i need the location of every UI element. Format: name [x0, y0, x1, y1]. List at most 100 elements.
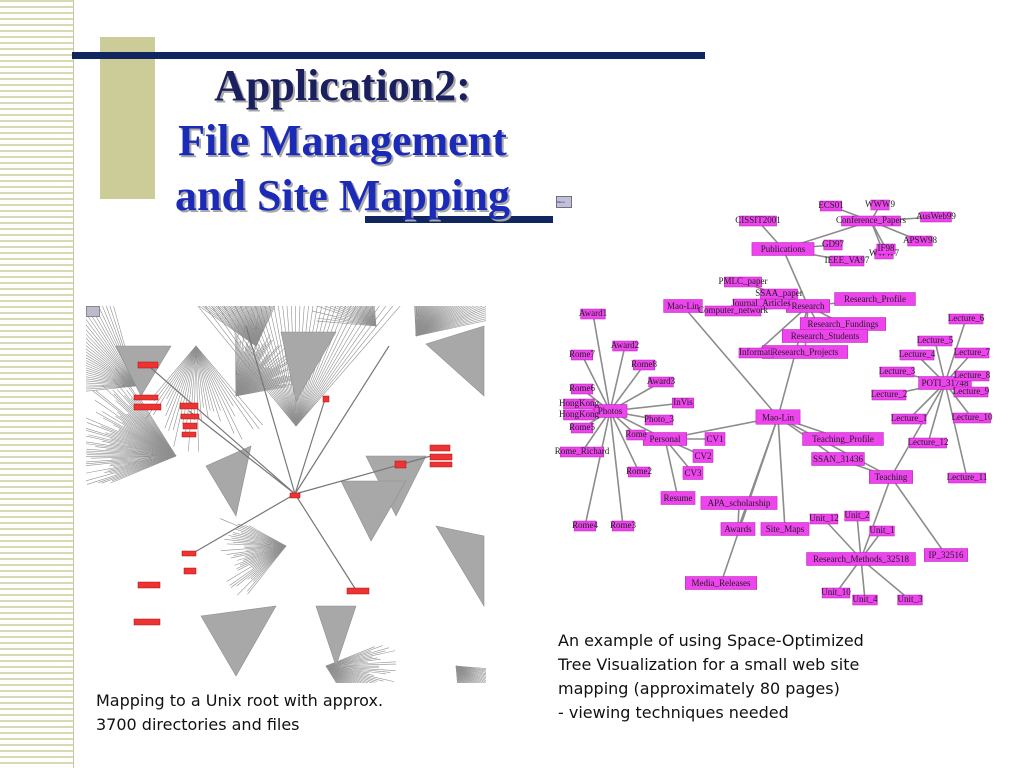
site-node-rome1[interactable]: Rome	[625, 429, 647, 440]
site-map-diagram[interactable]: Mao-LinResearchMao-LinPublicationsConfer…	[553, 196, 998, 606]
site-node-ip[interactable]: IP_32516	[924, 549, 967, 562]
site-node-research-students[interactable]: Research_Students	[782, 330, 868, 343]
site-node-label: Research_Students	[791, 331, 860, 341]
site-node-cv2[interactable]: CV2	[693, 450, 713, 463]
site-node-award1[interactable]: Award1	[579, 308, 607, 319]
tree-node-marker	[430, 454, 452, 460]
left-caption: Mapping to a Unix root with approx. 3700…	[96, 689, 456, 737]
site-node-media[interactable]: Media_Releases	[685, 577, 757, 590]
site-node-research-projects[interactable]: Research_Projects	[762, 346, 848, 359]
site-node-label: Rome_Richard	[555, 446, 610, 456]
site-node-ecs01[interactable]: ECS01	[818, 200, 844, 211]
site-node-if98[interactable]: IF98	[877, 243, 895, 254]
site-node-hongkong2[interactable]: HongKong	[559, 409, 599, 420]
site-node-rome7[interactable]: Rome7	[569, 349, 595, 360]
right-caption: An example of using Space-Optimized Tree…	[558, 629, 958, 725]
site-node-resume[interactable]: Resume	[661, 492, 695, 505]
unix-tree-svg	[86, 306, 486, 683]
site-node-research[interactable]: Research	[786, 300, 829, 313]
site-node-gd97[interactable]: GD97	[822, 239, 844, 250]
site-node-research-methods[interactable]: Research_Methods_32518	[807, 553, 916, 566]
site-node-ausweb[interactable]: AusWeb99	[916, 211, 956, 222]
site-node-label: Award2	[611, 340, 639, 350]
site-node-cv1[interactable]: CV1	[705, 433, 725, 446]
site-node-award2[interactable]: Award2	[611, 340, 639, 351]
site-node-www9[interactable]: WWW9	[865, 199, 895, 210]
site-node-rome6[interactable]: Rome6	[569, 383, 595, 394]
site-node-apsw[interactable]: APSW98	[903, 235, 938, 246]
site-node-cissit[interactable]: CISSIT2001	[735, 215, 781, 226]
site-node-label: InVis	[673, 397, 693, 407]
site-node-unit10[interactable]: Unit_10	[821, 587, 851, 598]
site-node-research-profile[interactable]: Research_Profile	[835, 293, 916, 306]
site-node-label: SSAA_paper	[755, 288, 803, 298]
title-line-3: and Site Mapping	[140, 168, 545, 223]
site-node-site-maps[interactable]: Site_Maps	[761, 523, 809, 536]
site-node-rome8[interactable]: Rome8	[631, 359, 657, 370]
panel-menu-tab[interactable]	[86, 306, 100, 317]
site-node-label: CV1	[706, 434, 723, 444]
site-node-rome2[interactable]: Rome2	[626, 466, 652, 477]
site-node-lecture3[interactable]: Lecture_3	[879, 366, 916, 377]
site-node-teaching-profile[interactable]: Teaching_Profile	[803, 433, 884, 446]
site-node-publications[interactable]: Publications	[752, 243, 814, 256]
site-node-informat[interactable]: Informati	[739, 347, 774, 358]
site-node-teaching[interactable]: Teaching	[869, 471, 912, 484]
site-node-photo3[interactable]: Photo_3	[644, 414, 675, 425]
site-node-label: Unit_2	[844, 510, 869, 520]
site-node-lecture7[interactable]: Lecture_7	[954, 347, 991, 358]
site-node-ieee[interactable]: IEEE_VA97	[825, 255, 870, 266]
site-node-label: Lecture_2	[871, 389, 907, 399]
site-node-apa[interactable]: APA_scholarship	[701, 497, 777, 510]
site-node-award3[interactable]: Award3	[647, 376, 676, 387]
site-node-label: Lecture_6	[948, 313, 985, 323]
site-node-mao-lin-top[interactable]: Mao-Lin	[664, 300, 703, 313]
site-node-label: IEEE_VA97	[825, 255, 870, 265]
tree-node-marker	[183, 423, 197, 429]
site-node-cv3[interactable]: CV3	[683, 467, 703, 480]
right-caption-line: Tree Visualization for a small web site	[558, 653, 958, 677]
site-node-pmlc[interactable]: PMLC_paper	[719, 276, 768, 287]
site-node-lecture12[interactable]: Lecture_12	[908, 437, 949, 448]
site-node-lecture6[interactable]: Lecture_6	[948, 313, 985, 324]
site-node-unit1[interactable]: Unit_1	[869, 525, 894, 536]
site-node-invis[interactable]: InVis	[672, 397, 694, 408]
site-map-edge	[610, 411, 623, 526]
site-node-lecture4[interactable]: Lecture_4	[899, 349, 936, 360]
site-node-lecture1[interactable]: Lecture_1	[891, 413, 927, 424]
site-node-research-fundings[interactable]: Research_Fundings	[800, 318, 886, 331]
site-node-lecture10[interactable]: Lecture_10	[952, 412, 993, 423]
site-node-hongkong1[interactable]: HongKong	[559, 398, 599, 409]
site-node-lecture9[interactable]: Lecture_9	[953, 386, 990, 397]
site-node-rome3[interactable]: Rome3	[610, 520, 636, 531]
site-node-label: Mao-Lin	[762, 413, 794, 423]
site-node-label: Lecture_7	[954, 347, 991, 357]
unix-tree-visualization[interactable]	[86, 306, 486, 683]
site-node-awards[interactable]: Awards	[721, 523, 755, 536]
site-node-lecture2[interactable]: Lecture_2	[871, 389, 907, 400]
site-node-label: Unit_12	[809, 513, 839, 523]
site-node-conference-papers[interactable]: Conference_Papers	[836, 215, 906, 226]
site-node-lecture5[interactable]: Lecture_5	[917, 335, 954, 346]
site-node-unit3[interactable]: Unit_3	[897, 594, 923, 605]
site-node-ssaa[interactable]: SSAA_paper	[755, 288, 803, 299]
site-node-label: CISSIT2001	[735, 215, 781, 225]
site-node-label: Publications	[761, 244, 806, 254]
tree-node-marker	[430, 445, 450, 451]
site-node-ssan[interactable]: SSAN_31436	[812, 453, 865, 466]
site-node-rome5[interactable]: Rome5	[569, 422, 595, 433]
site-node-unit4[interactable]: Unit_4	[852, 594, 878, 605]
site-node-lecture8[interactable]: Lecture_8	[954, 370, 991, 381]
site-node-rome4[interactable]: Rome4	[572, 520, 598, 531]
site-node-personal[interactable]: Personal	[643, 433, 686, 446]
site-node-unit12[interactable]: Unit_12	[809, 513, 839, 524]
site-node-rome-richard[interactable]: Rome_Richard	[555, 446, 610, 457]
site-node-computer[interactable]: Computer_network	[698, 305, 768, 316]
site-node-mao-lin-center[interactable]: Mao-Lin	[756, 410, 800, 425]
site-node-lecture11[interactable]: Lecture_11	[947, 472, 988, 483]
site-node-label: ECS01	[818, 200, 844, 210]
tree-node-marker	[134, 404, 161, 410]
tree-node-marker	[134, 619, 160, 625]
site-node-unit2[interactable]: Unit_2	[844, 510, 869, 521]
left-caption-line: Mapping to a Unix root with approx.	[96, 689, 456, 713]
